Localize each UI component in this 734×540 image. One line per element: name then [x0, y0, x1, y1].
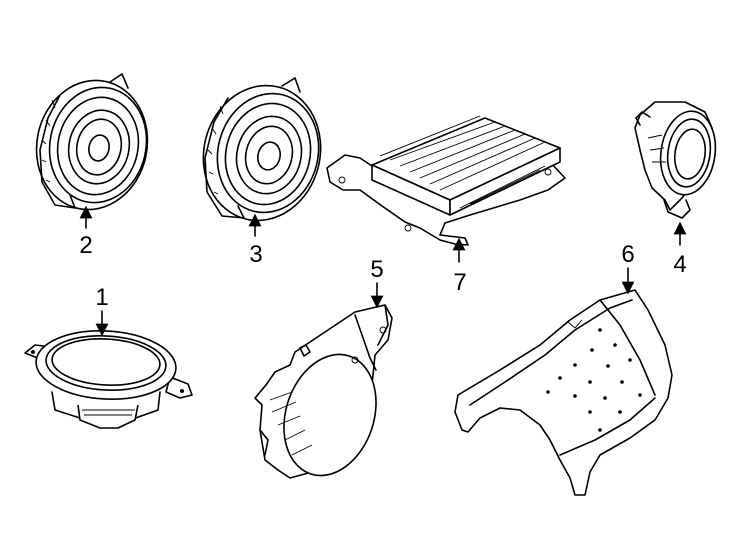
callout-3[interactable]: 3: [249, 241, 262, 268]
callout-2[interactable]: 2: [79, 232, 92, 259]
speaker-part-1[interactable]: [24, 327, 193, 429]
callout-6[interactable]: 6: [621, 241, 634, 268]
amplifier-part-7[interactable]: [326, 115, 566, 246]
callout-5[interactable]: 5: [370, 256, 383, 283]
callout-1[interactable]: 1: [95, 284, 108, 311]
callout-4[interactable]: 4: [673, 251, 686, 278]
panel-holes: [546, 328, 642, 432]
panel-part-6[interactable]: [454, 289, 673, 496]
speaker-part-2[interactable]: [25, 70, 160, 220]
subwoofer-part-5[interactable]: [254, 304, 393, 488]
speaker-part-3[interactable]: [189, 73, 334, 233]
tweeter-part-4[interactable]: [634, 101, 721, 219]
callout-7[interactable]: 7: [453, 269, 466, 296]
